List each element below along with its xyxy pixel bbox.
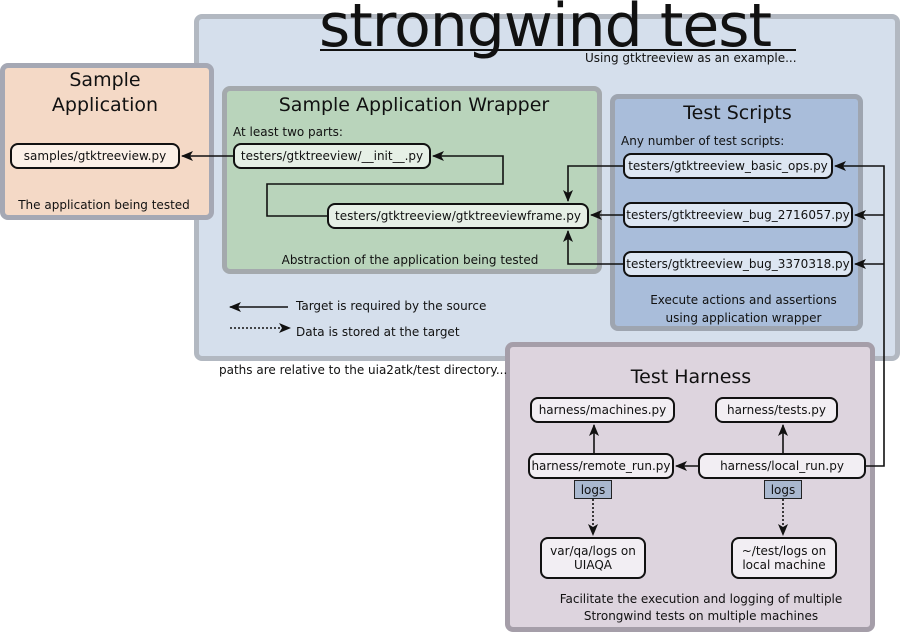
wrapper-note: At least two parts: xyxy=(233,125,343,139)
local-logs-store-line1: ~/test/logs on xyxy=(741,543,827,558)
local-logs-store-node: ~/test/logs on local machine xyxy=(731,537,837,579)
sample-app-title-line1: Sample xyxy=(69,69,141,91)
sample-app-caption: The application being tested xyxy=(18,198,190,212)
scripts-title: Test Scripts xyxy=(683,102,792,124)
script-node-bug-2716057: testers/gtktreeview_bug_2716057.py xyxy=(623,202,853,228)
test-harness-region xyxy=(505,342,875,632)
legend-stored-label: Data is stored at the target xyxy=(296,325,460,339)
local-logs-badge: logs xyxy=(764,480,802,499)
sample-app-file-node: samples/gtktreeview.py xyxy=(10,143,180,169)
title-underline xyxy=(320,49,796,51)
harness-remote-run-node: harness/remote_run.py xyxy=(528,453,674,479)
wrapper-title: Sample Application Wrapper xyxy=(278,94,550,116)
remote-logs-badge: logs xyxy=(574,480,612,499)
wrapper-init-node: testers/gtktreeview/__init__.py xyxy=(233,143,431,169)
harness-caption-line1: Facilitate the execution and logging of … xyxy=(559,592,843,606)
scripts-note: Any number of test scripts: xyxy=(621,134,785,148)
script-node-bug-3370318: testers/gtktreeview_bug_3370318.py xyxy=(623,251,853,277)
legend-required-label: Target is required by the source xyxy=(296,299,487,313)
scripts-caption-line1: Execute actions and assertions xyxy=(650,293,837,307)
sample-app-title-line2: Application xyxy=(51,94,159,116)
script-node-basic-ops: testers/gtktreeview_basic_ops.py xyxy=(623,153,833,179)
harness-tests-node: harness/tests.py xyxy=(715,397,838,423)
sample-application-region xyxy=(0,63,214,220)
wrapper-frame-node: testers/gtktreeview/gtktreeviewframe.py xyxy=(327,203,589,229)
harness-machines-node: harness/machines.py xyxy=(530,397,675,423)
local-logs-store-line2: local machine xyxy=(742,558,826,572)
harness-caption-line2: Strongwind tests on multiple machines xyxy=(583,609,819,623)
remote-logs-store-line2: UIAQA xyxy=(574,558,612,572)
harness-local-run-node: harness/local_run.py xyxy=(698,453,866,479)
remote-logs-store-node: var/qa/logs on UIAQA xyxy=(540,537,646,579)
harness-title: Test Harness xyxy=(630,366,752,388)
footnote: paths are relative to the uia2atk/test d… xyxy=(219,363,508,377)
wrapper-caption: Abstraction of the application being tes… xyxy=(281,253,539,267)
subtitle: Using gtktreeview as an example... xyxy=(585,51,797,65)
remote-logs-store-line1: var/qa/logs on xyxy=(550,543,636,558)
scripts-caption-line2: using application wrapper xyxy=(665,311,822,325)
